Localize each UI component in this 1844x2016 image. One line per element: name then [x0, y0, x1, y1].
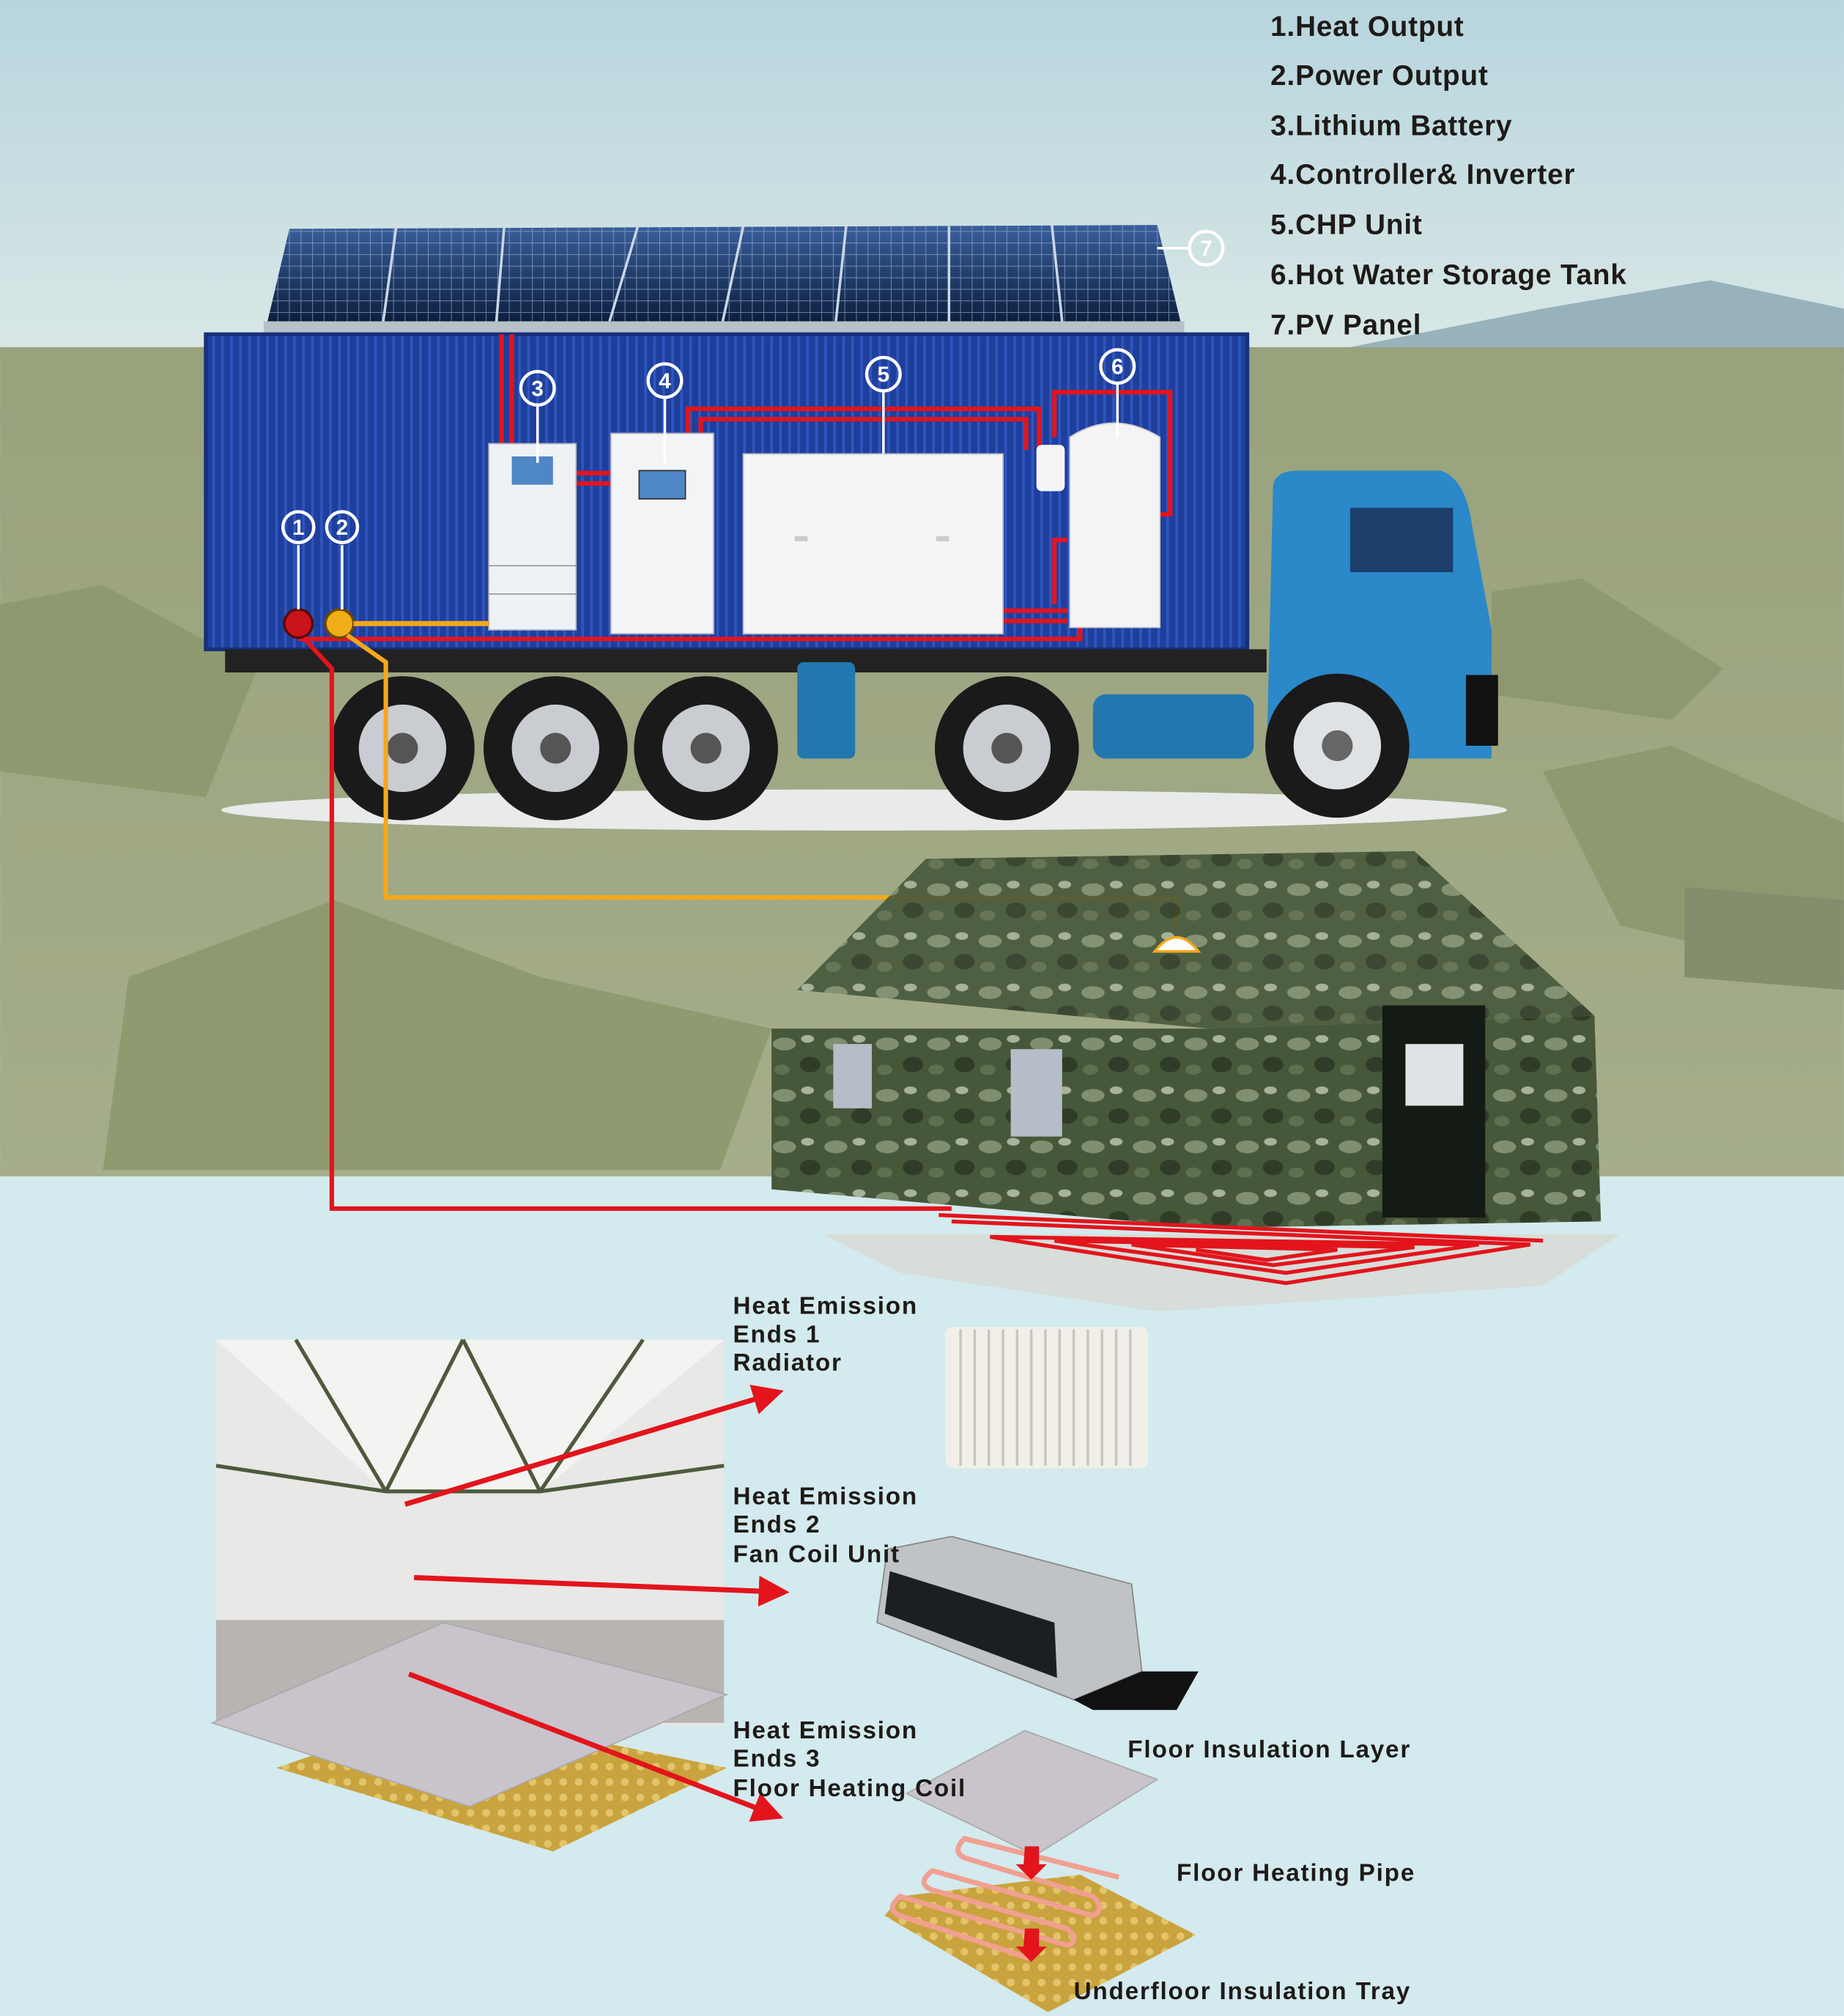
arrow-to-floor-coil: [407, 1671, 784, 1822]
legend-item: 4.Controller& Inverter: [1270, 159, 1575, 190]
wheels: [330, 673, 1410, 820]
legend-item: 3.Lithium Battery: [1270, 110, 1512, 141]
svg-text:Ends 3: Ends 3: [733, 1746, 821, 1773]
legend-item: 2.Power Output: [1270, 60, 1489, 92]
underfloor-tray-label: Underfloor Insulation Tray: [1074, 1978, 1411, 2005]
svg-text:2: 2: [336, 516, 349, 540]
callout-6: 6: [1099, 348, 1136, 437]
svg-text:Ends 2: Ends 2: [733, 1511, 821, 1538]
background-tents: [0, 578, 1844, 1171]
controller-inverter: [610, 432, 715, 635]
svg-text:Heat Emission: Heat Emission: [733, 1717, 917, 1744]
svg-text:Floor Heating Coil: Floor Heating Coil: [733, 1775, 966, 1802]
legend-item: 5.CHP Unit: [1270, 209, 1423, 240]
tent-door: [1382, 1005, 1486, 1218]
callout-7: 7: [1157, 229, 1225, 267]
floor-heating-spiral: [938, 1212, 1544, 1286]
power-output-port: [324, 608, 355, 640]
lamp-icon: [1152, 935, 1201, 953]
tent-interior-photo: [210, 1338, 729, 1852]
floor-slab: [210, 1622, 729, 1807]
svg-text:Ends 1: Ends 1: [733, 1321, 821, 1348]
down-arrow-icon: [1015, 1928, 1047, 1963]
chp-unit: [742, 453, 1004, 635]
legend-item: 6.Hot Water Storage Tank: [1270, 259, 1627, 291]
floor-heating-pipe: [889, 1835, 1119, 1961]
radiator: [945, 1327, 1149, 1469]
callout-3: 3: [519, 370, 556, 463]
svg-text:Heat Emission: Heat Emission: [733, 1483, 917, 1510]
underfloor-tray: [884, 1874, 1196, 2012]
hot-water-tank: [1069, 422, 1161, 629]
down-arrow-icon: [1015, 1846, 1047, 1880]
tent-window: [1010, 1049, 1062, 1137]
truck: 1 2 3 4 5 6 7: [204, 224, 1508, 831]
camouflage-tent: [771, 850, 1621, 1312]
svg-text:Fan Coil Unit: Fan Coil Unit: [733, 1541, 900, 1568]
callout-4: 4: [646, 362, 684, 463]
svg-text:3: 3: [531, 377, 544, 401]
svg-text:1: 1: [292, 516, 305, 540]
svg-text:7: 7: [1200, 237, 1212, 261]
floor-heating-pipe-label: Floor Heating Pipe: [1177, 1860, 1415, 1887]
svg-text:6: 6: [1111, 355, 1124, 379]
floor-layers: Floor Insulation Layer Floor Heating Pip…: [884, 1730, 1415, 2012]
heat-pipe-to-tent: [302, 636, 952, 1211]
legend-item: 7.PV Panel: [1270, 309, 1421, 341]
arrow-to-radiator: [404, 1385, 784, 1507]
callout-2: 2: [325, 510, 360, 609]
heat-output-port: [283, 608, 314, 640]
svg-text:Radiator: Radiator: [733, 1349, 842, 1376]
emission-end-3-label: Heat Emission Ends 3 Floor Heating Coil: [733, 1717, 966, 1802]
legend: 1.Heat Output 2.Power Output 3.Lithium B…: [1270, 11, 1627, 341]
callout-5: 5: [864, 355, 902, 454]
arrow-to-fan-coil: [414, 1575, 790, 1607]
legend-item: 1.Heat Output: [1270, 11, 1465, 42]
svg-text:5: 5: [878, 363, 890, 387]
fan-coil-unit: [876, 1535, 1199, 1711]
floor-insulation-layer-label: Floor Insulation Layer: [1127, 1736, 1411, 1763]
emission-end-2-label: Heat Emission Ends 2 Fan Coil Unit: [733, 1483, 917, 1568]
svg-text:Heat Emission: Heat Emission: [733, 1293, 917, 1320]
lithium-battery: [488, 442, 577, 631]
callout-1: 1: [281, 510, 316, 609]
svg-text:4: 4: [659, 369, 671, 393]
tent-window: [833, 1044, 873, 1108]
emission-end-1-label: Heat Emission Ends 1 Radiator: [733, 1293, 917, 1376]
